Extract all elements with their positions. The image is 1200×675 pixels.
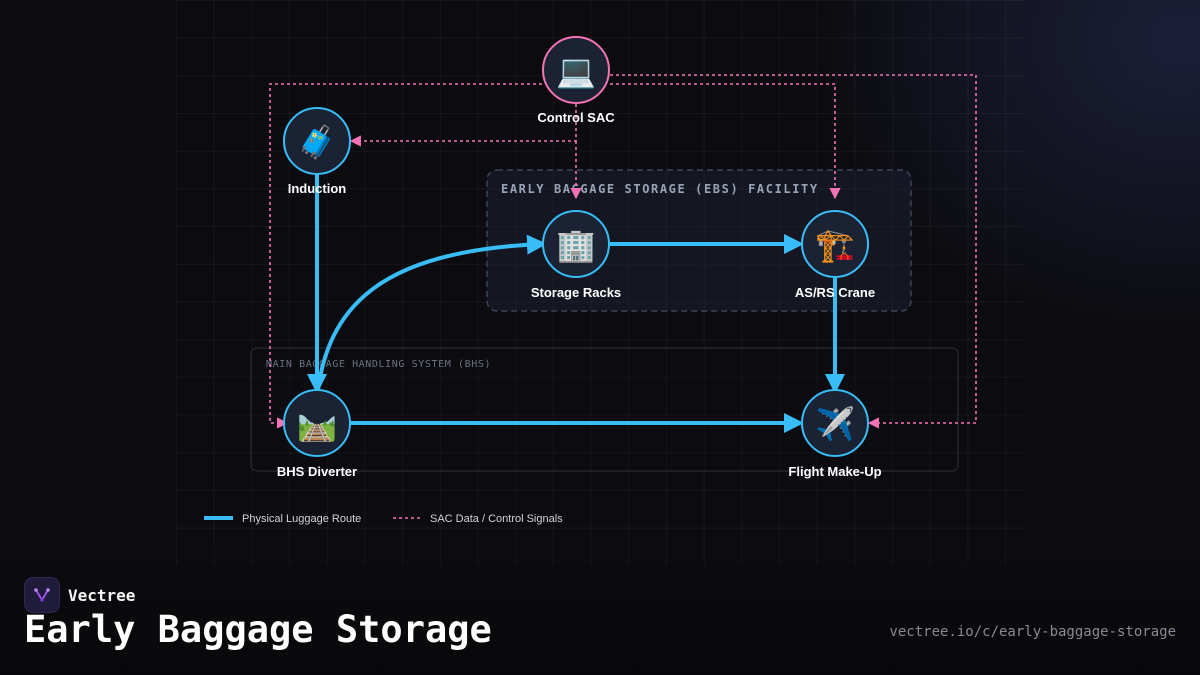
airplane-icon: ✈️ [815,405,855,442]
luggage-icon: 🧳 [297,124,337,160]
signal-sac-to-crane [610,83,841,200]
page-title: Early Baggage Storage [24,608,492,651]
asrs-crane-label: AS/RS Crane [795,285,875,300]
building-icon: 🏢 [556,227,596,263]
bhs-diverter-label: BHS Diverter [277,464,357,479]
physical-routes [307,174,845,433]
storage-racks-label: Storage Racks [531,285,621,300]
legend-signals-label: SAC Data / Control Signals [430,513,563,525]
brand[interactable]: Vectree [24,577,135,613]
crane-icon: 🏗️ [815,227,855,263]
bhs-zone: MAIN BAGGAGE HANDLING SYSTEM (BHS) [250,347,959,472]
vectree-logo-icon [24,577,60,613]
node-storage-racks[interactable]: 🏢 Storage Racks [531,210,621,300]
route-diverter-to-storage [316,234,547,391]
brand-name: Vectree [68,585,136,605]
signal-sac-to-diverter [269,83,542,429]
ebs-zone-label: EARLY BAGGAGE STORAGE (EBS) FACILITY [501,182,819,196]
source-url[interactable]: vectree.io/c/early-baggage-storage [889,624,1176,640]
control-sac-label: Control SAC [537,110,615,125]
signal-sac-to-flight [610,74,977,429]
flight-makeup-label: Flight Make-Up [788,464,881,479]
node-control-sac[interactable]: 💻 Control SAC [537,36,615,125]
control-signals [269,74,977,429]
ebs-zone: EARLY BAGGAGE STORAGE (EBS) FACILITY [486,169,912,312]
legend: Physical Luggage Route SAC Data / Contro… [204,513,563,525]
railway-track-icon: 🛤️ [297,406,337,442]
legend-physical-label: Physical Luggage Route [242,513,361,525]
bhs-zone-label: MAIN BAGGAGE HANDLING SYSTEM (BHS) [266,359,491,370]
laptop-icon: 💻 [556,53,596,89]
node-bhs-diverter[interactable]: 🛤️ BHS Diverter [277,389,357,479]
node-asrs-crane[interactable]: 🏗️ AS/RS Crane [795,210,875,300]
node-induction[interactable]: 🧳 Induction [283,107,351,196]
induction-label: Induction [288,181,347,196]
node-flight-makeup[interactable]: ✈️ Flight Make-Up [788,389,882,479]
